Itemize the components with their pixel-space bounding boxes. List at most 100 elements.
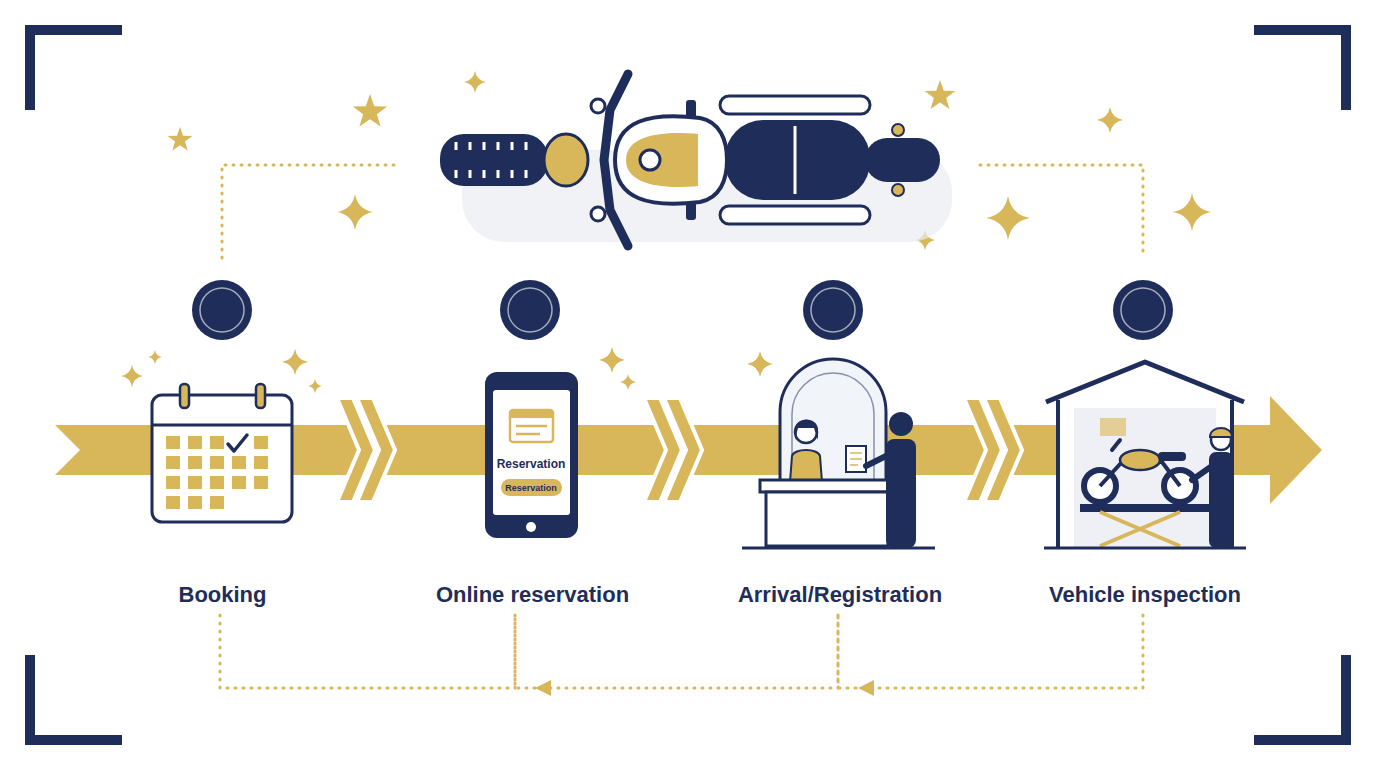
garage-icon — [1158, 452, 1186, 461]
dotted-guide — [980, 165, 1143, 258]
flow-arrow — [305, 425, 470, 475]
return-connector — [838, 615, 1143, 688]
corner-bracket — [1254, 655, 1346, 740]
step-label: Vehicle inspection — [1049, 581, 1241, 609]
flow-arrow — [935, 425, 1040, 475]
garage-icon — [1046, 362, 1244, 402]
sparkle-star — [1097, 107, 1123, 133]
calendar-icon — [166, 436, 180, 449]
step-badge — [803, 280, 863, 340]
calendar-icon — [210, 456, 224, 469]
sparkle-star — [620, 374, 636, 390]
calendar-icon — [180, 384, 189, 408]
sparkle-star — [599, 347, 625, 373]
garage-icon — [1058, 400, 1232, 548]
garage-icon — [1112, 440, 1120, 450]
garage-icon — [1058, 400, 1232, 548]
sparkle-star — [1173, 193, 1211, 231]
motorcycle-illustration — [720, 206, 870, 224]
calendar-icon — [152, 424, 292, 427]
motorcycle-illustration — [604, 74, 628, 246]
sparkle-star — [168, 127, 193, 151]
phone-icon — [485, 372, 578, 538]
step-badge — [1121, 288, 1165, 332]
process-step: Arrival/Registration — [745, 360, 935, 615]
process-step: Booking — [140, 360, 305, 615]
calendar-icon — [166, 456, 180, 469]
calendar-icon — [188, 436, 202, 449]
calendar-icon — [166, 436, 268, 509]
calendar-icon — [166, 476, 180, 489]
phone-icon — [485, 372, 578, 538]
garage-icon — [1100, 512, 1180, 546]
calendar-icon — [188, 476, 202, 489]
sparkle-star — [464, 71, 486, 93]
garage-icon — [1074, 408, 1216, 548]
motorcycle-illustration — [892, 124, 904, 136]
calendar-icon — [228, 435, 247, 451]
flow-connector-group — [220, 615, 515, 688]
sparkle-star — [308, 379, 322, 393]
reception-icon — [790, 450, 822, 482]
motorcycle-illustration — [865, 138, 940, 182]
motorcycle-illustration — [440, 134, 548, 186]
garage-icon — [1210, 428, 1232, 437]
motorcycle-illustration — [720, 96, 870, 114]
reception-icon — [742, 547, 935, 550]
phone-icon — [526, 522, 536, 532]
calendar-icon — [166, 496, 180, 509]
flow-connector-group — [935, 450, 1040, 451]
calendar-icon — [188, 456, 202, 469]
return-arrow-head — [858, 680, 874, 696]
flow-connector-group — [595, 450, 745, 451]
flow-connector-group — [515, 615, 838, 696]
motorcycle-illustration — [892, 184, 904, 196]
phone-icon — [516, 426, 547, 434]
calendar-icon — [210, 496, 224, 509]
calendar-icon — [232, 476, 246, 489]
return-connector — [515, 615, 838, 688]
step-badge — [1113, 280, 1173, 340]
phone-icon — [501, 479, 562, 496]
step-label: Booking — [179, 581, 267, 609]
screen-button-text: Reservation — [505, 484, 557, 493]
garage-icon — [1120, 450, 1160, 470]
motorcycle-illustration — [591, 207, 605, 221]
reception-icon — [850, 453, 862, 465]
motorcycle-illustration — [626, 133, 698, 187]
garage-icon — [1192, 466, 1212, 480]
garage-icon — [1044, 362, 1246, 548]
step-label: Arrival/Registration — [738, 581, 942, 609]
reception-icon — [889, 412, 913, 436]
reception-icon — [766, 492, 888, 546]
reception-icon — [795, 420, 818, 441]
flow-arrow — [595, 425, 745, 475]
step-badge — [811, 288, 855, 332]
garage-icon — [1080, 504, 1210, 512]
calendar-icon — [152, 384, 292, 522]
screen-title: Reservation — [497, 458, 566, 470]
sparkle-star — [925, 80, 955, 109]
sparkle-star — [148, 350, 162, 364]
calendar-icon — [210, 436, 224, 449]
garage-icon — [1044, 547, 1246, 550]
reception-icon — [866, 455, 888, 466]
step-badge — [192, 280, 1173, 340]
calendar-icon — [232, 456, 246, 469]
return-connector — [220, 615, 515, 688]
step-badge — [508, 288, 552, 332]
calendar-icon — [254, 436, 268, 449]
reception-icon — [846, 446, 866, 472]
corner-bracket — [30, 655, 122, 740]
step-badge — [500, 280, 560, 340]
sparkle-star — [121, 365, 143, 387]
motorcycle-illustration — [794, 126, 797, 194]
corner-bracket — [1254, 30, 1346, 110]
motorcycle-illustration — [440, 74, 952, 246]
sparkle-star — [282, 349, 308, 375]
corner-bracket — [30, 30, 122, 110]
sparkle-star — [337, 194, 373, 230]
